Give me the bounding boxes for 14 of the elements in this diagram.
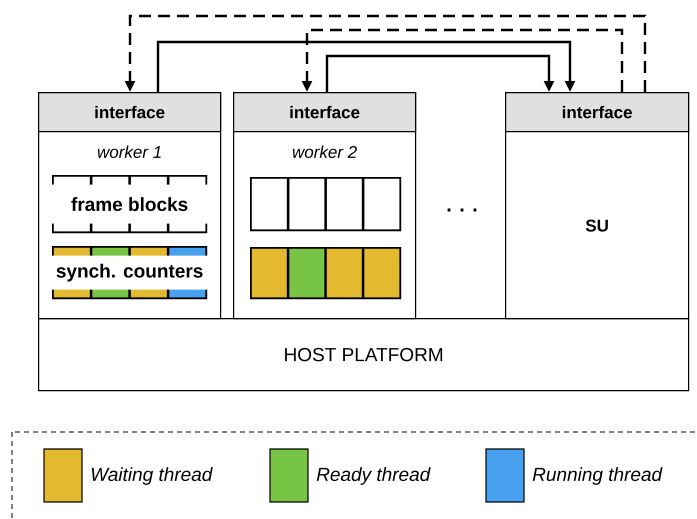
interface-header: interface xyxy=(233,92,416,132)
cell-row: frame blocks xyxy=(50,175,209,234)
legend-label: Waiting thread xyxy=(92,467,213,485)
legend-label: Ready thread xyxy=(316,467,431,485)
platform-box: HOST PLATFORM xyxy=(38,318,690,392)
interface-header: interface xyxy=(38,92,222,132)
arrow xyxy=(326,54,554,92)
legend-label: Running thread xyxy=(532,467,663,485)
ellipsis: . . . xyxy=(448,208,476,212)
arrow xyxy=(156,40,576,92)
cell-row xyxy=(250,247,402,300)
interface-header: interface xyxy=(505,92,690,132)
cell-row: synch. counters xyxy=(50,246,209,300)
cell-row xyxy=(250,177,402,232)
